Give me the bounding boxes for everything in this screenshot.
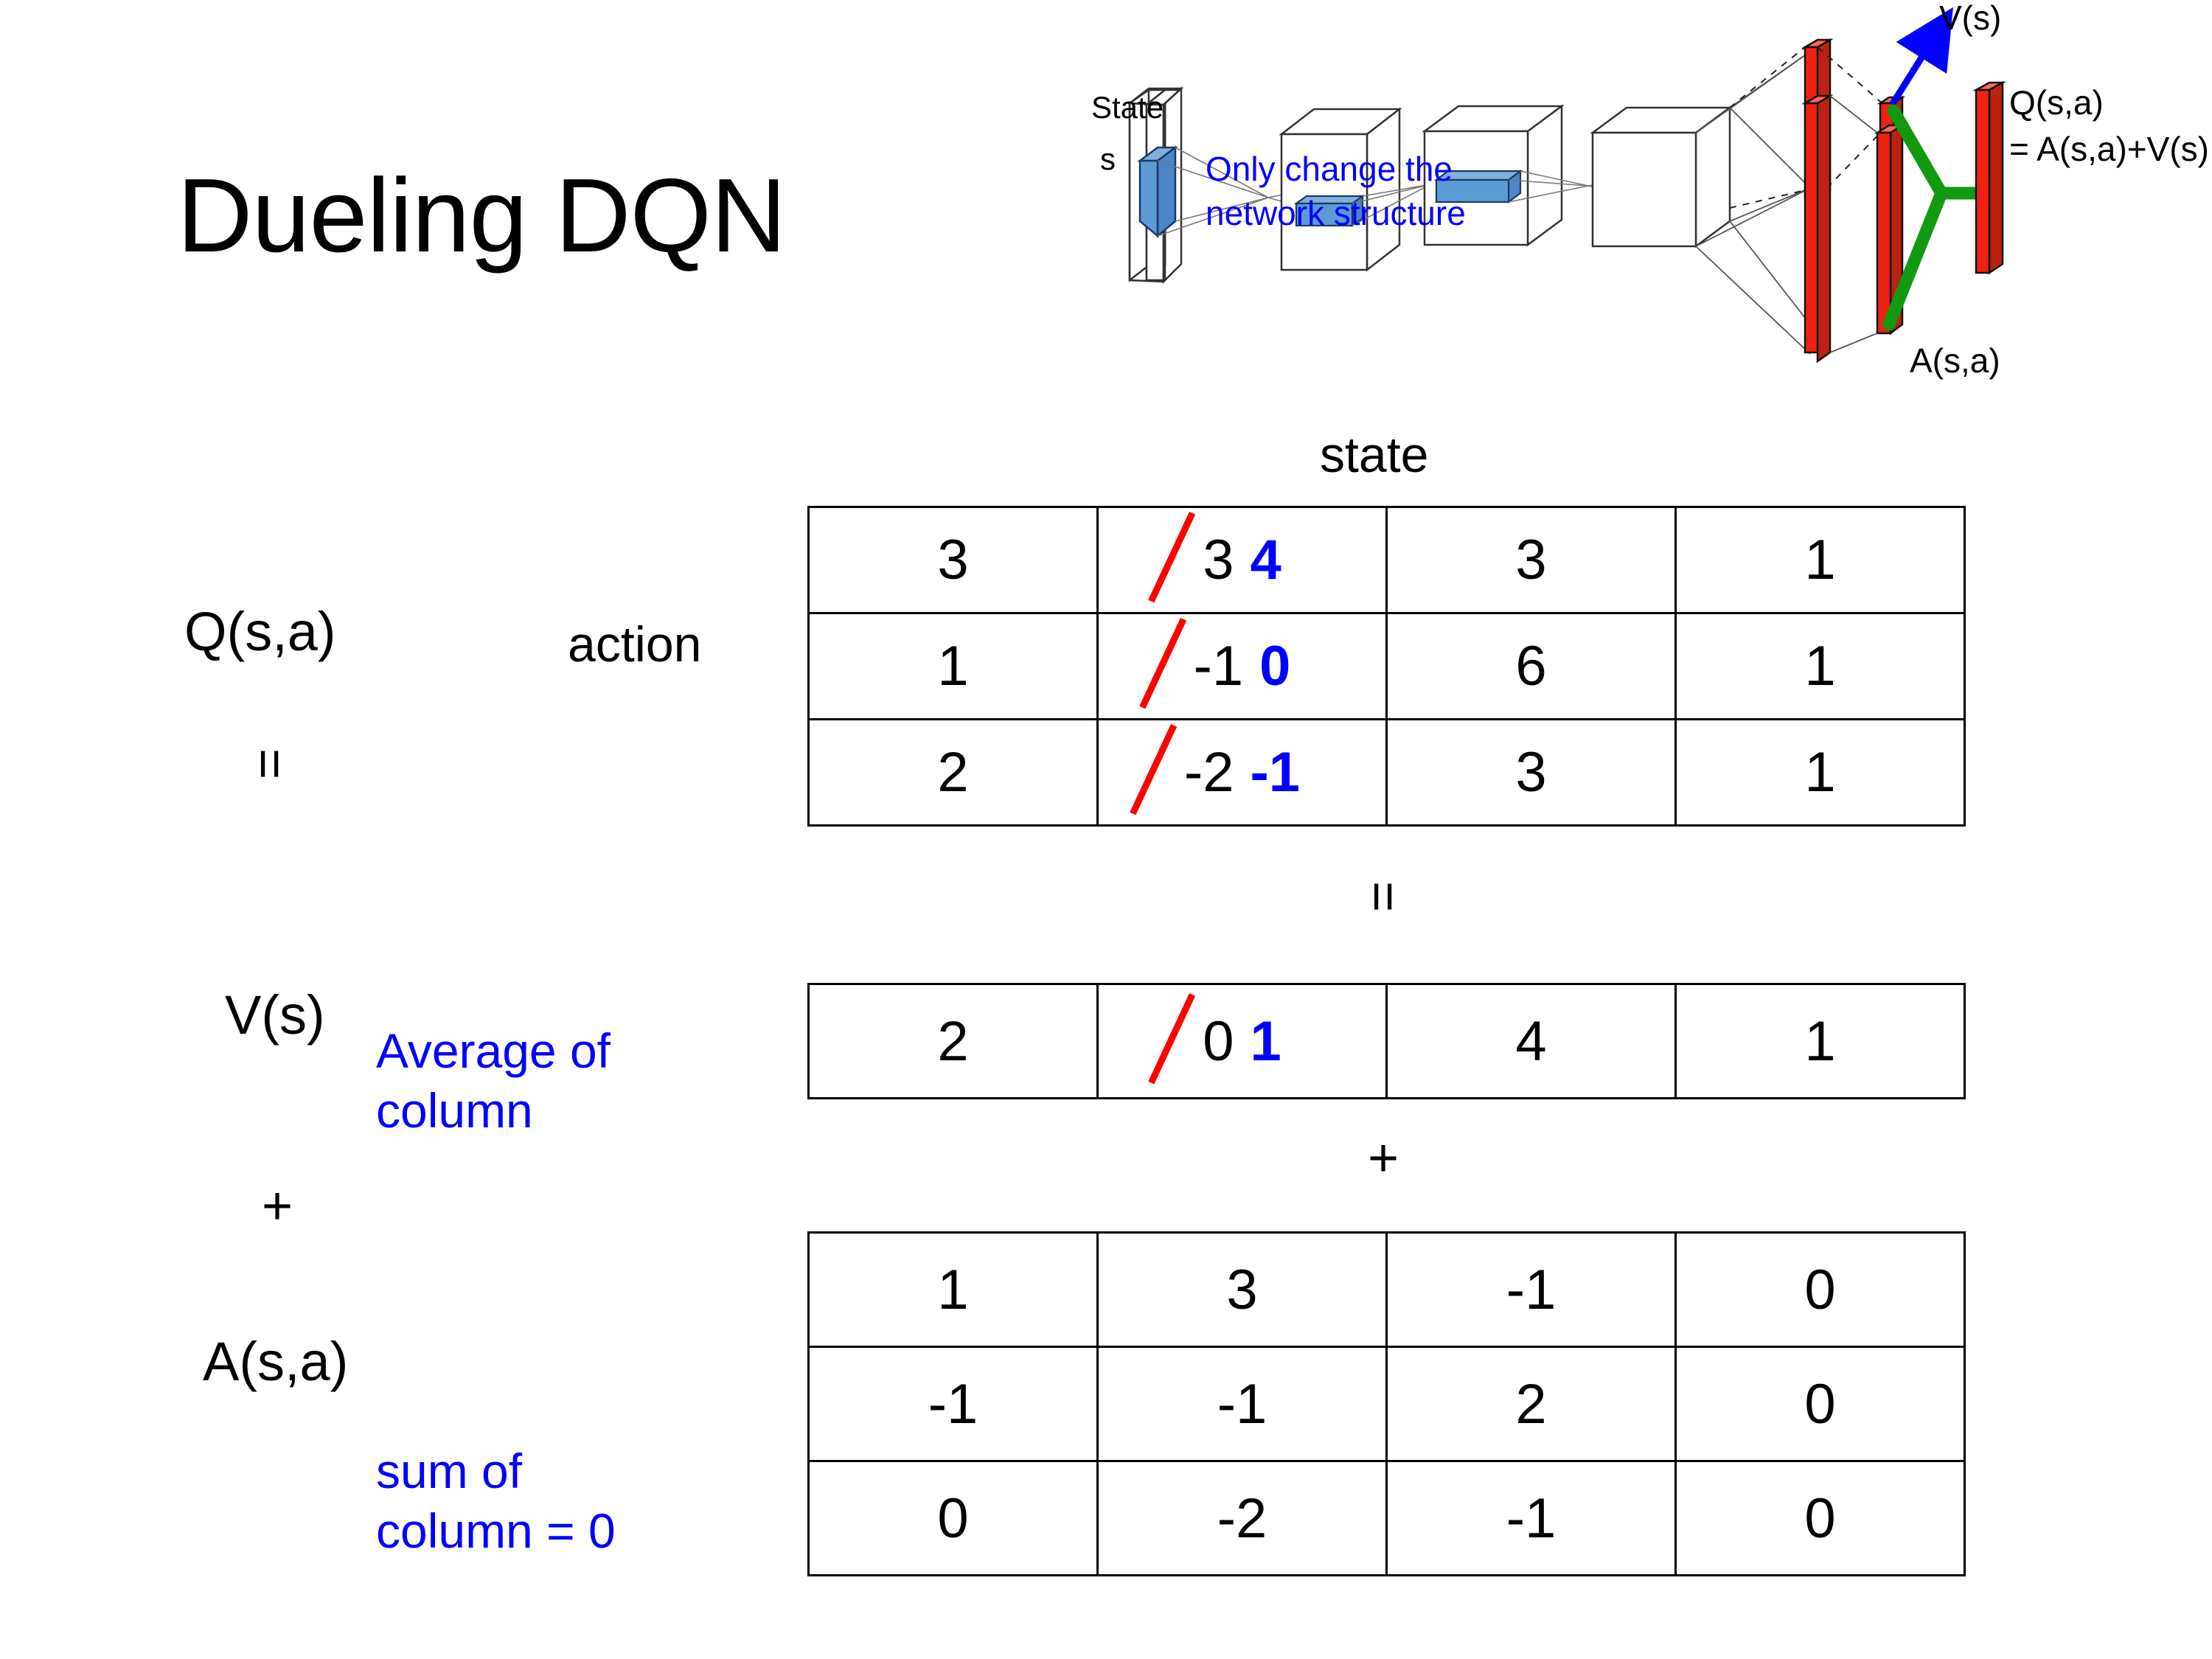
a-cell-r1c2[interactable]: 2	[1385, 1346, 1677, 1462]
v-cell-r0c1-old-value: 0	[1203, 1009, 1234, 1073]
diagram-q-output-label-line1: Q(s,a)	[2009, 83, 2104, 122]
operator-equals-middle: =	[1354, 880, 1413, 913]
q-cell-r0c1-new-value: 4	[1250, 529, 1281, 591]
a-cell-r1c0[interactable]: -1	[807, 1346, 1099, 1462]
axis-label-action: action	[568, 616, 702, 672]
q-cell-r2c3[interactable]: 1	[1674, 718, 1966, 827]
a-cell-r2c2[interactable]: -1	[1385, 1460, 1677, 1576]
q-cell-r2c1[interactable]: -2 -1	[1096, 718, 1388, 827]
a-cell-r0c3[interactable]: 0	[1674, 1231, 1966, 1348]
table-row: 1 3 -1 0	[807, 1231, 1966, 1348]
diagram-q-output-label-line2: = A(s,a)+V(s)	[2009, 130, 2209, 168]
a-cell-r0c0[interactable]: 1	[807, 1231, 1099, 1348]
note-average-line1: Average of	[376, 1023, 611, 1078]
q-value-table: 3 3 4 3 1 1 -1 0 6 1 2 -2 -1 3 1	[807, 506, 1966, 827]
q-cell-r1c3[interactable]: 1	[1674, 612, 1966, 720]
a-cell-r1c3[interactable]: 0	[1674, 1346, 1966, 1462]
a-cell-r0c2[interactable]: -1	[1385, 1231, 1677, 1348]
note-sum-of-column: sum of column = 0	[376, 1441, 616, 1560]
diagram-state-label-line1: State	[1091, 90, 1164, 125]
axis-label-state: state	[1320, 427, 1429, 483]
q-cell-r0c0[interactable]: 3	[807, 506, 1099, 614]
page-title: Dueling DQN	[177, 157, 787, 274]
a-cell-r2c0[interactable]: 0	[807, 1460, 1099, 1576]
note-average-of-column: Average of column	[376, 1021, 611, 1140]
v-cell-r0c2[interactable]: 4	[1385, 983, 1677, 1099]
q-cell-r1c1-new-value: 0	[1259, 635, 1291, 698]
q-cell-r1c0[interactable]: 1	[807, 612, 1099, 720]
label-q-function: Q(s,a)	[184, 601, 336, 662]
q-cell-r1c2[interactable]: 6	[1385, 612, 1677, 720]
q-cell-r1c1-old-value: -1	[1193, 635, 1244, 698]
v-value-table: 2 0 1 4 1	[807, 983, 1966, 1099]
diagram-note-line1: Only change the	[1206, 150, 1453, 188]
operator-plus-middle: +	[1368, 1129, 1399, 1188]
label-v-function: V(s)	[225, 984, 325, 1046]
q-cell-r2c2[interactable]: 3	[1385, 718, 1677, 827]
diagram-note-line2: network structure	[1206, 194, 1466, 232]
q-cell-r2c0[interactable]: 2	[807, 718, 1099, 827]
q-cell-r0c2[interactable]: 3	[1385, 506, 1677, 614]
table-row: 2 0 1 4 1	[807, 983, 1966, 1099]
a-cell-r2c3[interactable]: 0	[1674, 1460, 1966, 1576]
a-cell-r1c1[interactable]: -1	[1096, 1346, 1388, 1462]
v-cell-r0c0[interactable]: 2	[807, 983, 1099, 1099]
v-cell-r0c1-new-value: 1	[1250, 1009, 1281, 1073]
note-sum-line1: sum of	[376, 1444, 523, 1498]
note-sum-line2: column = 0	[376, 1503, 616, 1558]
table-row: 0 -2 -1 0	[807, 1460, 1966, 1576]
q-cell-r2c1-new-value: -1	[1250, 741, 1301, 804]
dueling-network-diagram: State s Only change the network structur…	[1084, 0, 2212, 413]
q-cell-r0c1[interactable]: 3 4	[1096, 506, 1388, 614]
q-cell-r0c1-old-value: 3	[1203, 529, 1234, 591]
a-cell-r0c1[interactable]: 3	[1096, 1231, 1388, 1348]
q-cell-r2c1-old-value: -2	[1183, 741, 1234, 804]
table-row: 1 -1 0 6 1	[807, 612, 1966, 720]
q-cell-r1c1[interactable]: -1 0	[1096, 612, 1388, 720]
table-row: -1 -1 2 0	[807, 1346, 1966, 1462]
v-cell-r0c3[interactable]: 1	[1674, 983, 1966, 1099]
table-row: 2 -2 -1 3 1	[807, 718, 1966, 827]
diagram-value-output-label: V(s)	[1939, 0, 2001, 37]
advantage-value-table: 1 3 -1 0 -1 -1 2 0 0 -2 -1 0	[807, 1231, 1966, 1576]
operator-plus-left: +	[262, 1177, 293, 1236]
v-cell-r0c1[interactable]: 0 1	[1096, 983, 1388, 1099]
diagram-state-label-line2: s	[1100, 142, 1116, 176]
table-row: 3 3 4 3 1	[807, 506, 1966, 614]
operator-equals-top: =	[240, 748, 300, 780]
note-average-line2: column	[376, 1082, 533, 1138]
q-cell-r0c3[interactable]: 1	[1674, 506, 1966, 614]
label-a-function: A(s,a)	[203, 1331, 349, 1392]
diagram-advantage-output-label: A(s,a)	[1910, 341, 2000, 380]
a-cell-r2c1[interactable]: -2	[1096, 1460, 1388, 1576]
